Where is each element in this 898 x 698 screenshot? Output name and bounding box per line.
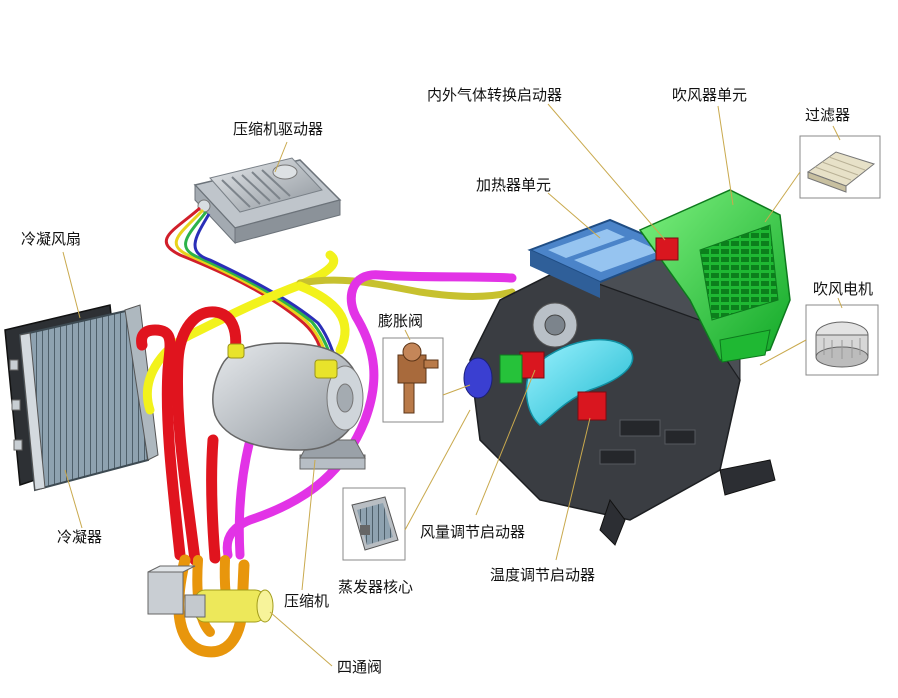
label-evaporator-core: 蒸发器核心 [338, 578, 414, 596]
four-way-valve-icon [147, 565, 274, 623]
filter-icon [799, 135, 881, 199]
label-four-way-valve: 四通阀 [337, 658, 383, 676]
driver-wires [164, 206, 336, 356]
label-air-mode-actuator: 内外气体转换启动器 [427, 86, 563, 104]
label-condenser: 冷凝器 [57, 528, 103, 546]
label-compressor-driver: 压缩机驱动器 [233, 120, 324, 138]
evaporator-core-icon [342, 487, 406, 561]
hvac-unit-icon [463, 189, 791, 546]
label-condenser-fan: 冷凝风扇 [21, 230, 82, 248]
label-heater-unit: 加热器单元 [476, 176, 552, 194]
expansion-valve-icon [382, 337, 444, 423]
blower-motor-icon [805, 304, 879, 376]
compressor-driver-box-icon [193, 157, 342, 245]
label-temperature-actuator: 温度调节启动器 [490, 566, 596, 584]
label-blower-unit: 吹风器单元 [672, 86, 748, 104]
label-blower-motor: 吹风电机 [813, 280, 874, 298]
label-air-volume-actuator: 风量调节启动器 [420, 523, 526, 541]
compressor-icon [212, 342, 366, 470]
label-compressor: 压缩机 [284, 592, 330, 610]
label-expansion-valve: 膨胀阀 [378, 312, 424, 330]
condenser-radiator-icon [4, 304, 159, 492]
label-filter: 过滤器 [805, 106, 851, 124]
leader-lines [62, 103, 843, 667]
